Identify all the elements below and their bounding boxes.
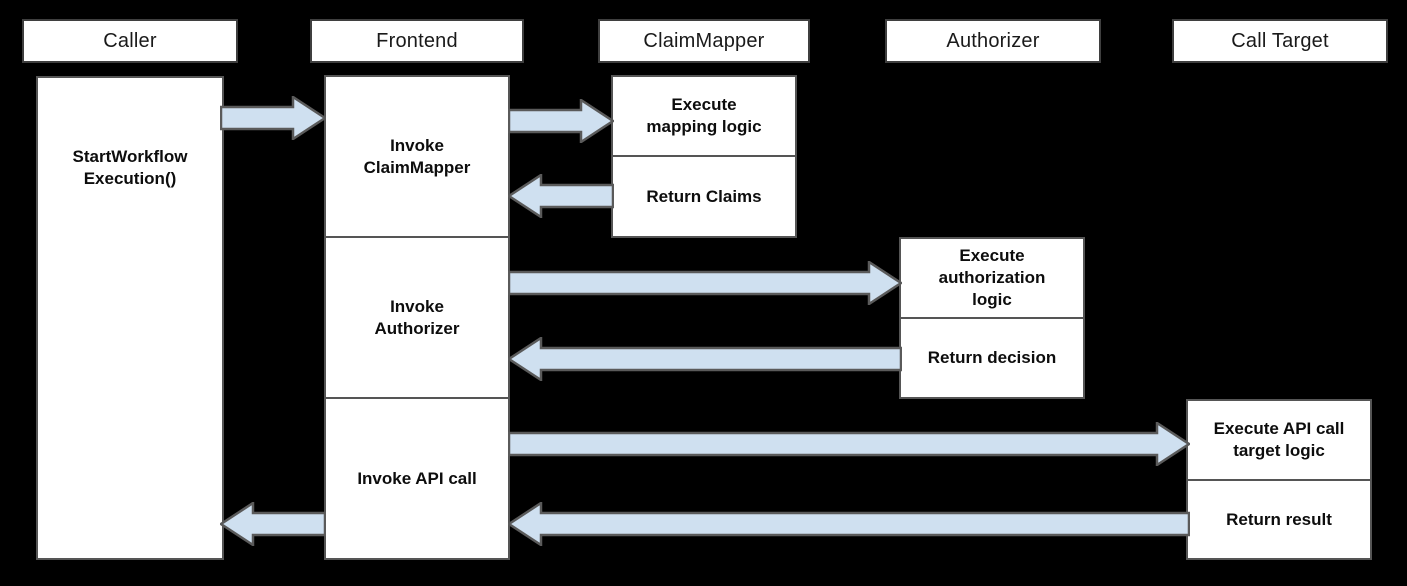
lane-header-calltarget-label: Call Target bbox=[1231, 30, 1329, 52]
lane-header-frontend-label: Frontend bbox=[376, 30, 458, 52]
activation-calltarget-return-label: Return result bbox=[1226, 509, 1332, 529]
arrow-caller-to-frontend bbox=[220, 96, 326, 140]
lane-header-claimmapper[interactable]: ClaimMapper bbox=[598, 19, 810, 63]
lane-header-caller-label: Caller bbox=[103, 30, 157, 52]
activation-frontend-invoke-claimmapper[interactable]: Invoke ClaimMapper bbox=[324, 75, 510, 237]
arrow-claimmapper-to-frontend bbox=[508, 174, 614, 218]
activation-calltarget-execute-label: Execute API call target logic bbox=[1213, 419, 1345, 460]
activation-authorizer-execute[interactable]: Execute authorization logic bbox=[899, 237, 1085, 318]
lane-header-authorizer-label: Authorizer bbox=[946, 30, 1040, 52]
activation-calltarget-return[interactable]: Return result bbox=[1186, 480, 1372, 560]
lane-header-authorizer[interactable]: Authorizer bbox=[885, 19, 1101, 63]
activation-claimmapper-return-label: Return Claims bbox=[646, 186, 762, 206]
arrow-frontend-to-authorizer bbox=[508, 261, 902, 305]
arrow-frontend-to-claimmapper bbox=[508, 99, 614, 143]
activation-caller-start-label: StartWorkflow Execution() bbox=[72, 147, 188, 188]
arrow-calltarget-to-frontend bbox=[508, 502, 1190, 546]
activation-authorizer-return[interactable]: Return decision bbox=[899, 318, 1085, 399]
activation-claimmapper-execute-label: Execute mapping logic bbox=[646, 95, 762, 136]
arrow-frontend-to-calltarget bbox=[508, 422, 1190, 466]
activation-frontend-invoke-claimmapper-label: Invoke ClaimMapper bbox=[363, 135, 471, 177]
activation-caller-start[interactable]: StartWorkflow Execution() bbox=[36, 76, 224, 560]
activation-claimmapper-return[interactable]: Return Claims bbox=[611, 156, 797, 238]
arrow-frontend-to-caller bbox=[220, 502, 326, 546]
lane-header-calltarget[interactable]: Call Target bbox=[1172, 19, 1388, 63]
activation-authorizer-return-label: Return decision bbox=[927, 348, 1057, 368]
activation-calltarget-execute[interactable]: Execute API call target logic bbox=[1186, 399, 1372, 480]
activation-frontend-invoke-authorizer-label: Invoke Authorizer bbox=[374, 296, 460, 338]
activation-authorizer-execute-label: Execute authorization logic bbox=[938, 246, 1046, 309]
activation-frontend-invoke-api-call-label: Invoke API call bbox=[357, 468, 477, 488]
activation-frontend-invoke-authorizer[interactable]: Invoke Authorizer bbox=[324, 237, 510, 398]
arrow-authorizer-to-frontend bbox=[508, 337, 902, 381]
activation-frontend-invoke-api-call[interactable]: Invoke API call bbox=[324, 398, 510, 560]
lane-header-caller[interactable]: Caller bbox=[22, 19, 238, 63]
lane-header-claimmapper-label: ClaimMapper bbox=[643, 30, 765, 52]
lane-header-frontend[interactable]: Frontend bbox=[310, 19, 524, 63]
activation-claimmapper-execute[interactable]: Execute mapping logic bbox=[611, 75, 797, 156]
